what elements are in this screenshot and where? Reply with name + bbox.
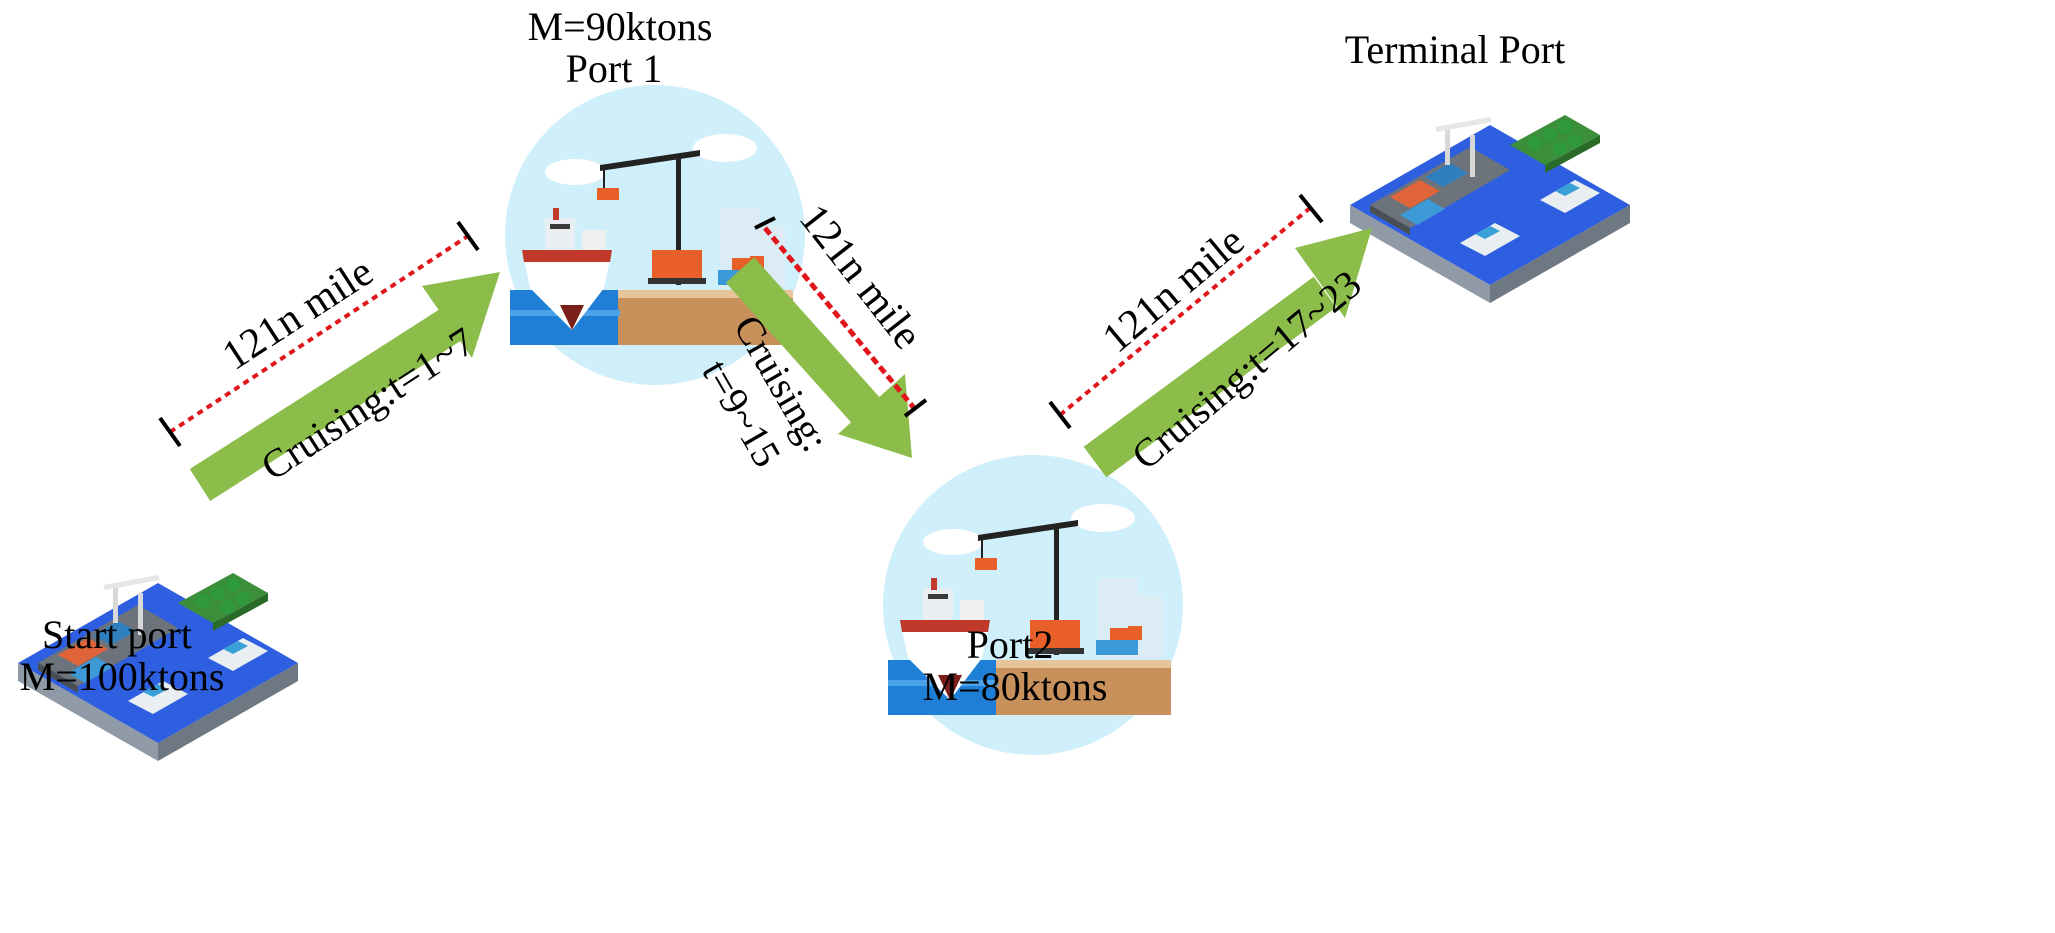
port1-cargo: M=90ktons	[528, 4, 713, 49]
leg3-distance-line	[1048, 193, 1324, 430]
leg3-arrow	[1083, 228, 1372, 478]
start-port-name: Start port	[42, 612, 192, 657]
leg1-distance-label: 121n mile	[214, 249, 381, 380]
leg1-arrow	[189, 272, 500, 502]
port2-cargo: M=80ktons	[923, 664, 1108, 709]
terminal-port-icon	[1350, 115, 1630, 303]
leg2-arrow	[725, 257, 912, 458]
port2-name: Port2	[967, 622, 1054, 667]
start-port-cargo: M=100ktons	[20, 654, 225, 699]
port2-harbor-icon	[883, 455, 1183, 755]
terminal-port-name: Terminal Port	[1345, 27, 1566, 72]
leg1-distance-line	[158, 220, 480, 448]
leg2-distance-line	[754, 216, 928, 418]
port1-name: Port 1	[566, 46, 663, 91]
